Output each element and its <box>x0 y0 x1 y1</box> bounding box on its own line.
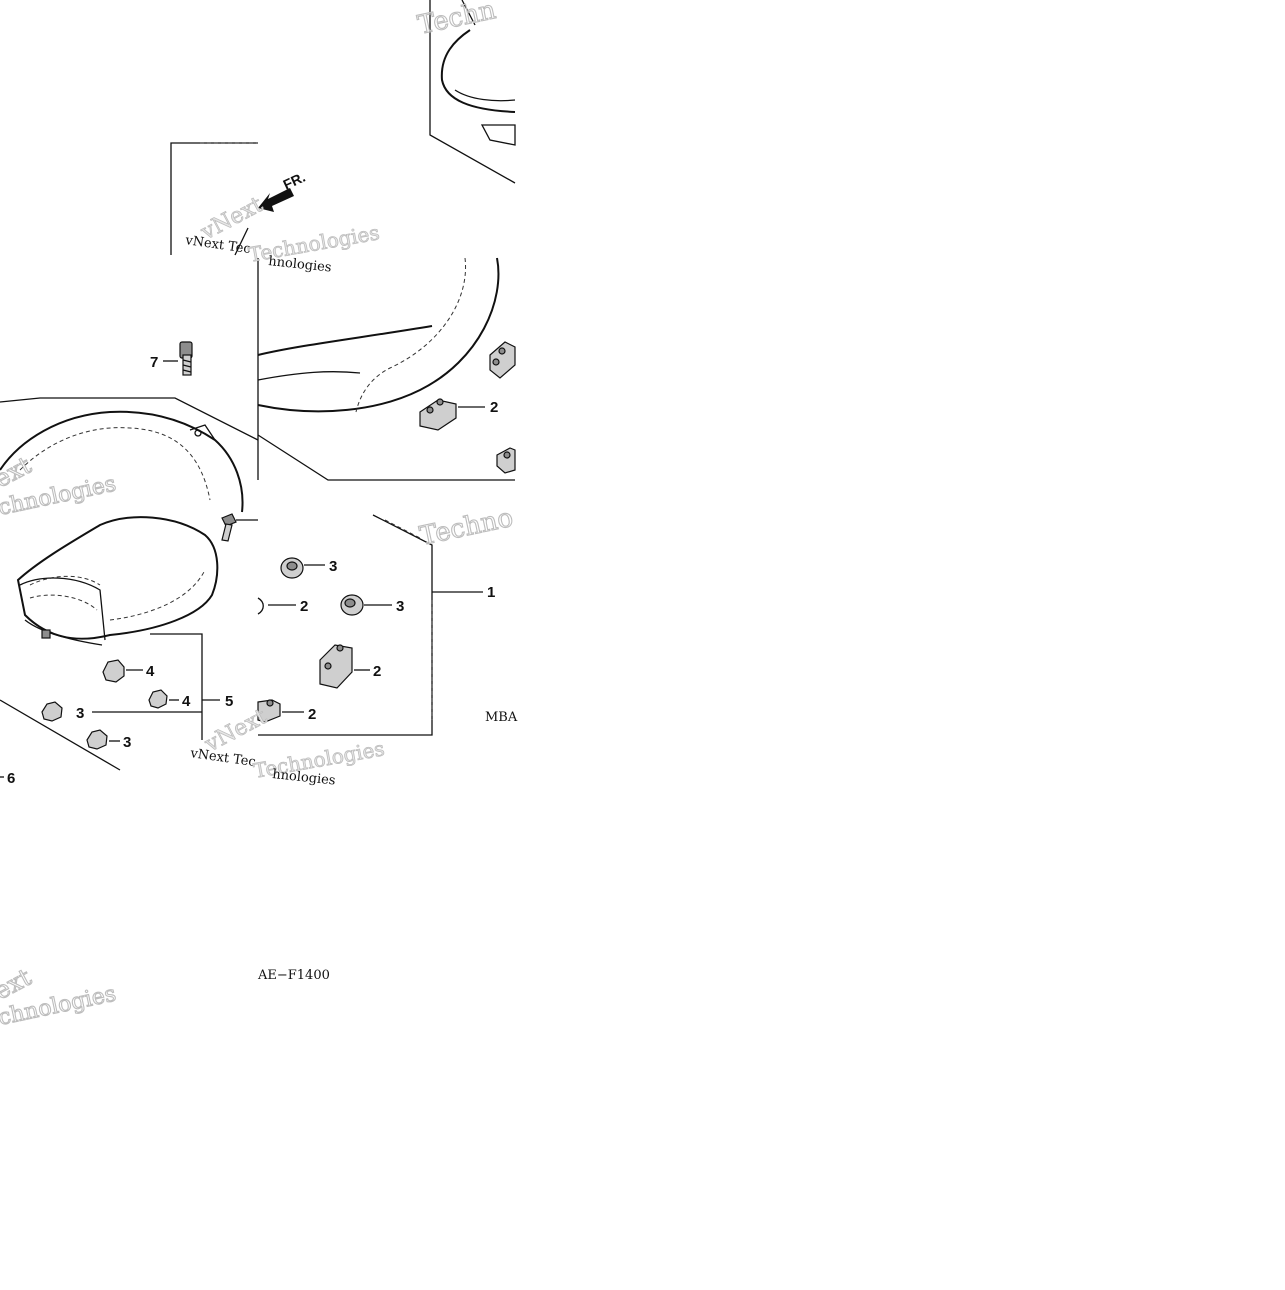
drawing-code-left: MBA <box>485 710 518 725</box>
spacer-upper-3 <box>496 447 516 474</box>
passenger-seat <box>16 516 219 646</box>
spacer-2-a: 2 <box>257 597 308 615</box>
watermark-line-a-2: vNext Tec <box>188 746 256 770</box>
watermark-line-b-1: hnologies <box>268 254 333 276</box>
callout-6-group: 6 <box>0 770 15 787</box>
watermark-line-b-2: hnologies <box>272 767 337 789</box>
spacer-upper-1 <box>489 341 516 379</box>
rubber-4-b: 4 <box>148 689 191 710</box>
callout-6: 6 <box>7 770 15 787</box>
callout-2-a: 2 <box>300 598 308 615</box>
main-seat <box>257 257 515 481</box>
callout-3-c: 3 <box>76 705 84 722</box>
passenger-seat-bolt <box>221 513 258 542</box>
rubber-3-c: 3 <box>41 701 202 722</box>
callout-5: 5 <box>225 693 233 710</box>
callout-1: 1 <box>487 584 495 601</box>
callout-7: 7 <box>150 354 158 371</box>
bolt-7: 7 <box>150 341 193 376</box>
cushion-3-a: 3 <box>280 557 337 579</box>
rear-fender <box>0 397 259 513</box>
parts-group-frame: 1 <box>258 514 495 736</box>
main-seat-top-fragment <box>429 0 516 184</box>
watermark-line-a-1: vNext Tec <box>183 233 251 257</box>
spacer-2-c: 2 <box>257 699 316 723</box>
callout-3-b: 3 <box>396 598 404 615</box>
watermark: Techn vNext vNext Tec Technologies hnolo… <box>0 0 516 1031</box>
drawing-code-bottom: AE−F1400 <box>257 968 330 983</box>
rubber-4-a: 4 <box>102 659 155 683</box>
callout-4-b: 4 <box>182 693 191 710</box>
callout-3-d: 3 <box>123 734 131 751</box>
cushion-3-b: 3 <box>340 594 404 616</box>
callout-4-a: 4 <box>146 663 155 680</box>
callout-2-upper: 2 <box>490 399 498 416</box>
front-arrow-icon <box>258 188 294 212</box>
rubber-3-d: 3 <box>86 729 131 751</box>
callout-2-b: 2 <box>373 663 381 680</box>
watermark-left-1: ext <box>0 451 36 493</box>
callout-5-bracket: 5 <box>0 633 233 771</box>
front-direction-label: FR. <box>281 169 308 193</box>
watermark-fragment-mid: Techno <box>417 503 516 552</box>
spacer-2-b: 2 <box>319 644 381 689</box>
callout-3-a: 3 <box>329 558 337 575</box>
spacer-upper-2: 2 <box>419 398 498 431</box>
callout-2-c: 2 <box>308 706 316 723</box>
watermark-fragment-top: Techn <box>415 0 499 41</box>
